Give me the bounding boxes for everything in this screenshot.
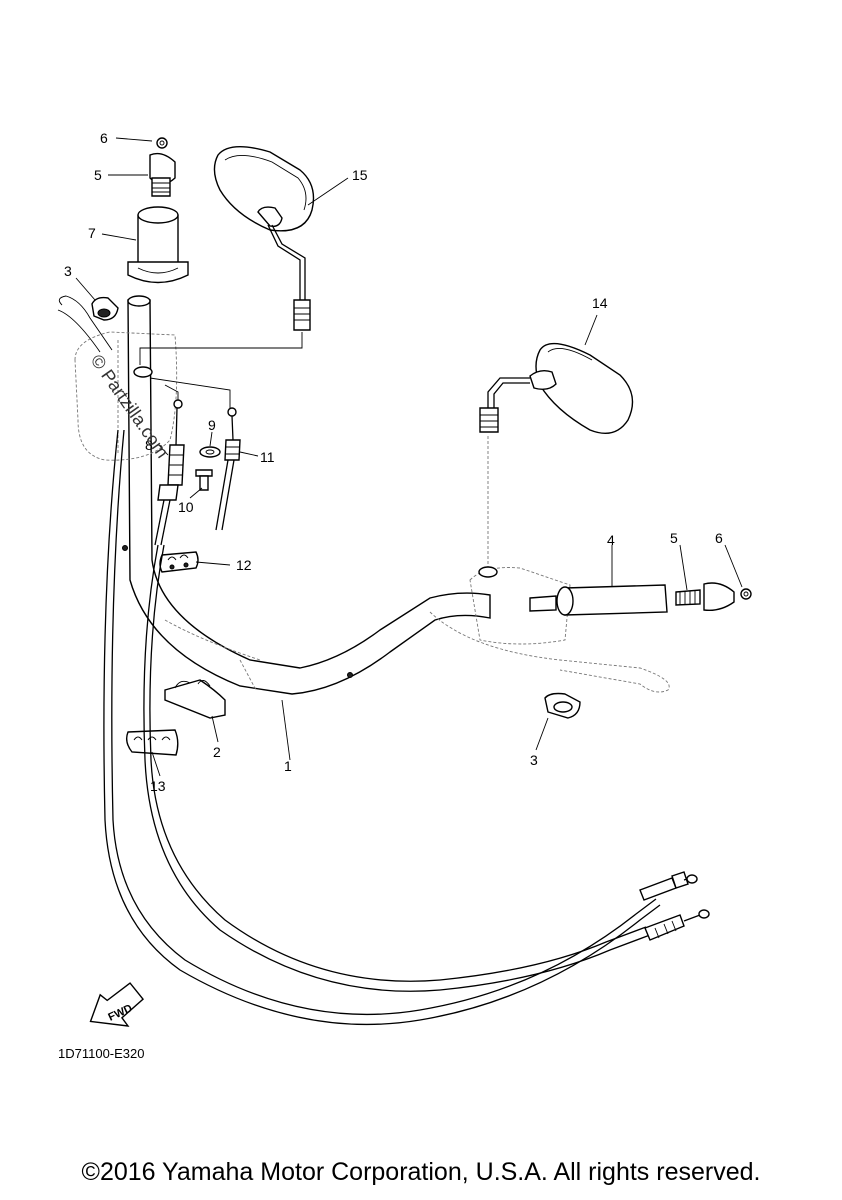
right-mirror[interactable] <box>479 342 634 434</box>
right-mirror-mount-hole <box>478 566 498 578</box>
left-grip[interactable] <box>127 206 189 284</box>
left-grip-end-weight[interactable] <box>149 152 176 197</box>
cable-clip[interactable] <box>164 679 226 719</box>
callout-12: 12 <box>236 557 252 573</box>
cable-clamp[interactable] <box>159 551 199 573</box>
left-mirror-mount-hole <box>133 366 153 378</box>
callout-labels: 6 5 7 3 15 14 4 5 6 3 8 9 10 11 12 2 1 1… <box>64 130 723 794</box>
callout-8: 8 <box>145 437 153 453</box>
callout-5: 5 <box>94 167 102 183</box>
callout-3-right: 3 <box>530 752 538 768</box>
leader-lines <box>75 137 743 777</box>
cable-end-fittings[interactable] <box>639 871 710 941</box>
clutch-lever[interactable] <box>57 295 113 353</box>
cable-washer[interactable] <box>199 446 221 458</box>
callout-11: 11 <box>260 449 275 465</box>
throttle-cable-long[interactable] <box>143 544 651 992</box>
callout-5-right: 5 <box>670 530 678 546</box>
right-lever-holder[interactable] <box>544 692 581 719</box>
left-lever-holder[interactable] <box>91 296 119 321</box>
cable-guide-line-2 <box>164 384 179 402</box>
right-grip[interactable] <box>529 584 668 616</box>
callout-15: 15 <box>352 167 368 183</box>
callout-13: 13 <box>150 778 166 794</box>
left-end-screw[interactable] <box>156 137 168 149</box>
callout-7: 7 <box>88 225 96 241</box>
callout-2: 2 <box>213 744 221 760</box>
throttle-cable-1[interactable] <box>154 399 185 546</box>
fwd-arrow-icon: FWD <box>89 982 145 1027</box>
callout-14: 14 <box>592 295 608 311</box>
callout-6-right: 6 <box>715 530 723 546</box>
left-mirror[interactable] <box>213 146 315 331</box>
callout-6: 6 <box>100 130 108 146</box>
callout-1: 1 <box>284 758 292 774</box>
cable-screw[interactable] <box>195 469 213 491</box>
cable-clamp-13[interactable] <box>125 729 179 756</box>
right-grip-end-weight[interactable] <box>675 582 735 612</box>
left-mirror-guide-line <box>139 332 303 365</box>
throttle-cable-2[interactable] <box>215 407 241 531</box>
handlebar[interactable] <box>122 295 491 695</box>
clutch-cable[interactable] <box>103 429 661 1026</box>
callout-9: 9 <box>208 417 216 433</box>
callout-10: 10 <box>178 499 194 515</box>
copyright-notice: ©2016 Yamaha Motor Corporation, U.S.A. A… <box>81 1158 761 1186</box>
diagram-code: 1D71100-E320 <box>58 1046 145 1061</box>
callout-4: 4 <box>607 532 615 548</box>
callout-3: 3 <box>64 263 72 279</box>
cable-guide-line <box>149 377 231 410</box>
right-end-screw[interactable] <box>740 588 752 600</box>
